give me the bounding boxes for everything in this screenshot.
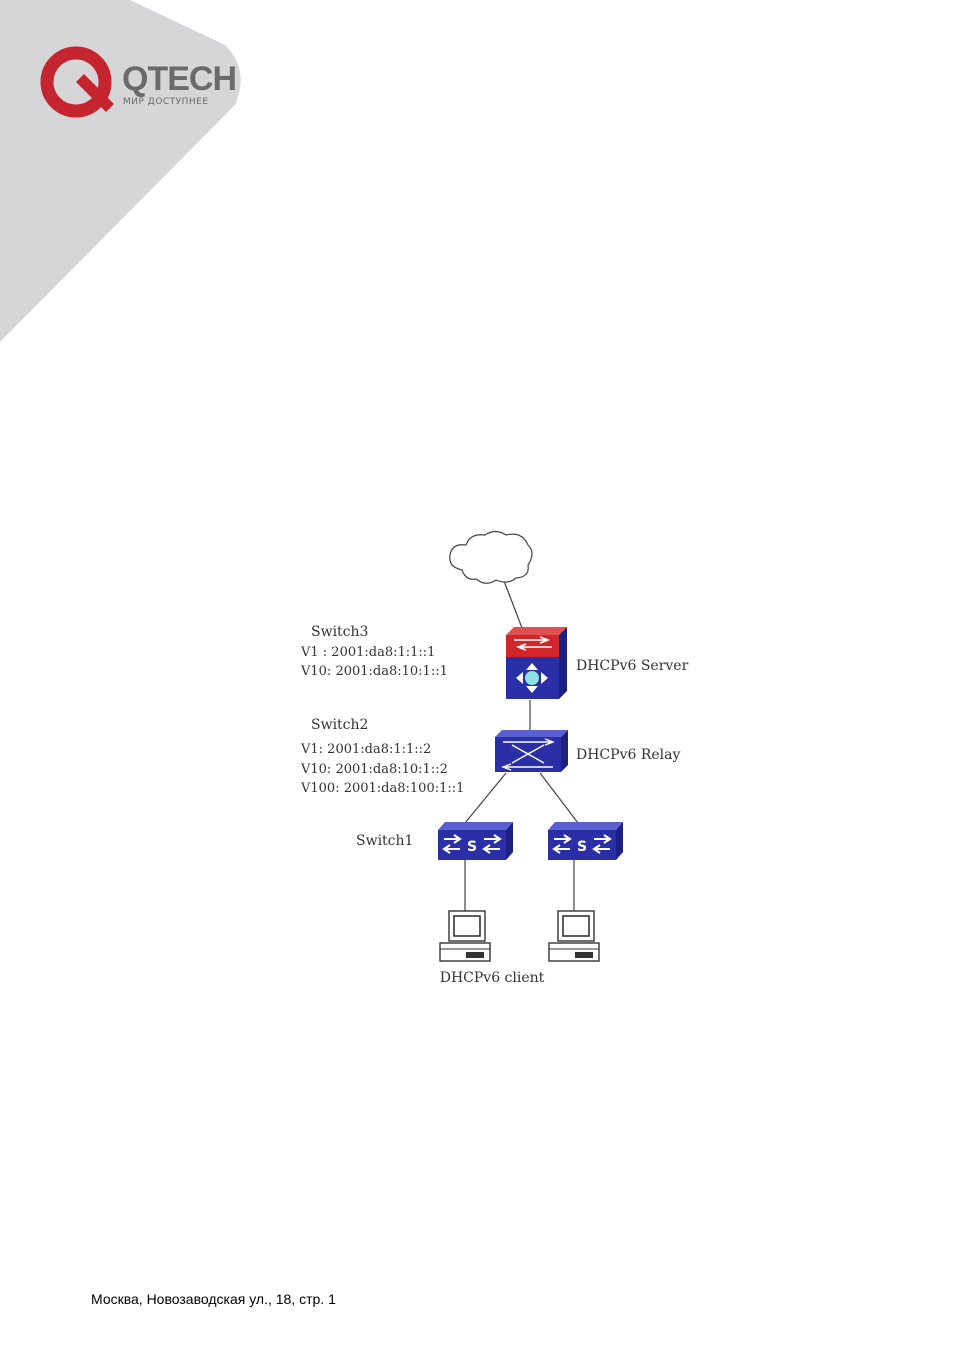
link-cloud-switch3 [503,580,523,629]
qtech-logo-icon [40,46,114,118]
switch2-name: Switch2 [311,717,368,733]
switch2-v1-address: V1: 2001:da8:1:1::2 [300,742,431,757]
switch2-role: DHCPv6 Relay [576,747,680,763]
access-switch-icon: S [438,822,513,860]
svg-text:S: S [577,839,587,855]
switch2-v100-address: V100: 2001:da8:100:1::1 [300,781,464,796]
client-label: DHCPv6 client [440,970,545,986]
switch-icon [495,730,568,772]
access-switch-icon: S [548,822,623,860]
footer-address: Москва, Новозаводская ул., 18, стр. 1 [91,1291,336,1307]
layer3-switch-icon [506,627,567,699]
svg-text:S: S [467,839,477,855]
cloud-icon [449,530,533,584]
switch1-name: Switch1 [356,833,413,849]
switch3-name: Switch3 [311,624,368,640]
logo-wordmark: QTECH [122,60,237,98]
switch3-role: DHCPv6 Server [576,658,689,674]
switch3-v10-address: V10: 2001:da8:10:1::1 [300,664,448,679]
switch2-v10-address: V10: 2001:da8:10:1::2 [300,762,448,777]
connection-lines [464,580,579,913]
corner-decoration [0,0,241,342]
link-switch2-switch1-left [464,772,507,824]
computer-icon [548,910,600,962]
computer-icon [439,910,491,962]
network-diagram: S S Switch3 V1 : 2001:da8:1:1::1 V10: 20… [300,530,689,986]
link-switch2-switch1-right [539,772,579,824]
logo-tagline: МИР ДОСТУПНЕЕ [123,97,209,107]
switch3-v1-address: V1 : 2001:da8:1:1::1 [300,645,435,660]
